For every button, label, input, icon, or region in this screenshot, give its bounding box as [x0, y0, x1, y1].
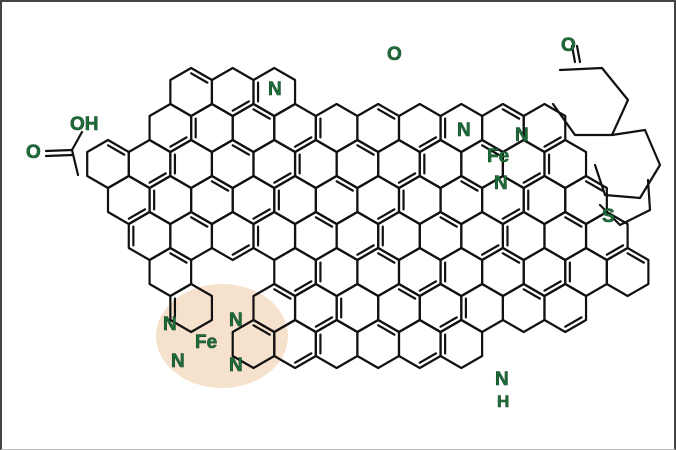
- amine-hydrogen-label: H: [497, 392, 509, 411]
- thiophene-sulfur-label: S: [602, 206, 615, 227]
- carbon-ring: [356, 318, 401, 370]
- iron-center-label: Fe: [195, 332, 217, 353]
- carboxyl-hydroxyl-label: OH: [70, 114, 99, 135]
- double-bond: [252, 208, 271, 220]
- ketone-oxygen-label: O: [561, 35, 576, 56]
- fe-n4-nitrogen-2-label: N: [229, 310, 243, 331]
- double-bond: [231, 144, 251, 156]
- carbon-ring: [169, 282, 214, 334]
- double-bond: [293, 280, 313, 292]
- carbon-ring: [397, 318, 442, 370]
- double-bond: [439, 316, 458, 328]
- heteroatom-bonds: [44, 44, 582, 177]
- double-bond: [418, 136, 438, 148]
- fe-n4-highlight: [156, 284, 288, 388]
- double-bond: [314, 316, 334, 328]
- double-bond: [190, 216, 209, 228]
- peripheral-ring: [551, 66, 630, 137]
- double-bond: [273, 172, 292, 184]
- double-bond: [356, 144, 375, 156]
- iron-upper-label: Fe: [487, 146, 509, 167]
- double-bond: [522, 172, 542, 184]
- double-bond: [169, 252, 188, 264]
- amine-nitrogen-label: N: [495, 369, 509, 390]
- double-bond: [210, 180, 230, 192]
- double-bond: [397, 172, 417, 184]
- double-bond: [231, 100, 251, 112]
- double-bond: [106, 144, 126, 156]
- double-bond: [314, 216, 334, 228]
- double-bond: [543, 136, 562, 148]
- double-bond: [564, 216, 583, 228]
- double-bond: [584, 180, 604, 192]
- double-bond: [481, 144, 500, 156]
- double-bond: [501, 252, 521, 264]
- double-bond: [190, 72, 209, 84]
- double-bond: [397, 288, 417, 300]
- fe-n4-nitrogen-4-label: N: [229, 355, 243, 376]
- pyrrolic-nitrogen-center-label: N: [457, 120, 471, 141]
- double-bond: [418, 352, 438, 364]
- double-bond: [501, 108, 521, 120]
- carbon-ring: [314, 318, 359, 370]
- fe-n4-nitrogen-1-label: N: [163, 314, 177, 335]
- double-bond: [377, 208, 396, 220]
- double-bond: [418, 280, 438, 292]
- fe-n4-nitrogen-3-label: N: [171, 351, 185, 372]
- carbon-ring: [210, 210, 255, 262]
- peripheral-ring: [598, 178, 652, 227]
- double-bond: [439, 216, 458, 228]
- double-bond: [293, 352, 313, 364]
- double-bond: [252, 324, 271, 336]
- carbon-ring: [605, 246, 650, 298]
- double-bond: [252, 108, 271, 120]
- double-bond: [377, 252, 396, 264]
- double-bond: [501, 208, 521, 220]
- double-bond: [481, 244, 500, 256]
- double-bond: [293, 136, 313, 148]
- double-bond: [377, 108, 396, 120]
- double-bond: [148, 172, 167, 184]
- furan-oxygen-label: O: [387, 44, 402, 65]
- double-bond: [564, 316, 583, 328]
- double-bond: [377, 324, 396, 336]
- nitrogen-under-iron-label: N: [494, 173, 508, 194]
- double-bond: [626, 252, 645, 264]
- double-bond: [356, 244, 375, 256]
- carbon-network: [86, 66, 662, 370]
- double-bond: [522, 288, 542, 300]
- double-bond: [169, 136, 188, 148]
- double-bond: [543, 280, 562, 292]
- double-bond: [335, 180, 354, 192]
- peripheral-ring: [593, 128, 662, 200]
- double-bond: [231, 244, 251, 256]
- carboxyl-oxygen-label: O: [26, 142, 41, 163]
- carbon-ring: [543, 282, 588, 334]
- pyrrolic-nitrogen-right-label: N: [515, 125, 529, 146]
- double-bond: [460, 180, 479, 192]
- carbon-ring: [439, 318, 484, 370]
- pyridinic-nitrogen-label: N: [268, 79, 282, 100]
- double-bond: [127, 208, 147, 220]
- double-bond: [273, 288, 292, 300]
- carbon-ring: [501, 282, 546, 334]
- double-bond: [605, 244, 625, 256]
